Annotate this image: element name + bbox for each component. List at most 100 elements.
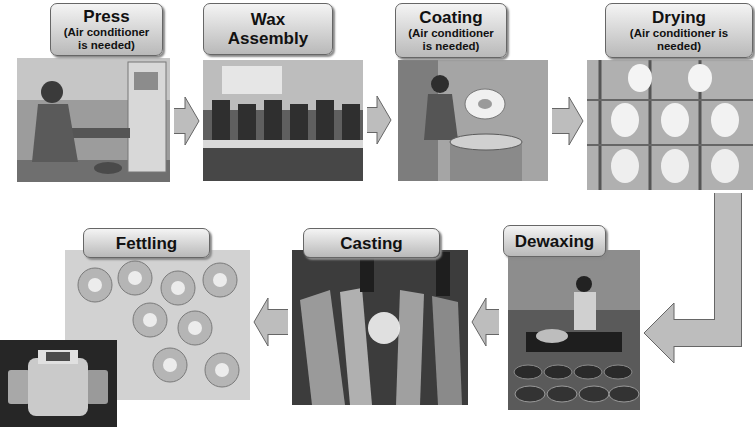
shell xyxy=(544,365,572,379)
valve-port xyxy=(8,370,30,404)
cast-part-bore xyxy=(88,278,102,292)
press-machine xyxy=(128,62,166,172)
process-step: Casting xyxy=(292,228,468,405)
step-title: Dewaxing xyxy=(515,232,594,251)
shell xyxy=(711,149,739,183)
arrow-head xyxy=(472,298,486,346)
step-header: Wax Assembly xyxy=(203,3,333,55)
cast-part-bore xyxy=(215,363,229,377)
wax-part xyxy=(94,162,122,174)
process-step: Press(Air conditioner is needed) xyxy=(17,3,170,182)
arrow-head xyxy=(185,97,199,145)
worker-head xyxy=(431,75,449,93)
process-arrow xyxy=(174,97,199,145)
step-header: Press(Air conditioner is needed) xyxy=(50,3,163,56)
cast-part xyxy=(205,353,239,387)
step-note: (Air conditioner is needed) xyxy=(404,27,498,53)
valve-body xyxy=(28,358,88,416)
worker-body xyxy=(424,94,458,140)
arrow-shaft xyxy=(267,310,289,334)
step-note: (Air conditioner is needed) xyxy=(614,27,744,53)
step-title: Wax Assembly xyxy=(212,10,324,48)
process-step: Dewaxing xyxy=(503,225,640,410)
step-header: Fettling xyxy=(83,228,210,258)
cast-part-bore xyxy=(163,358,177,372)
step-header: Drying(Air conditioner is needed) xyxy=(605,3,753,58)
step-header: Dewaxing xyxy=(503,225,606,257)
cast-part xyxy=(153,348,187,382)
hot-shell xyxy=(300,290,345,405)
process-arrow xyxy=(254,298,288,346)
shell xyxy=(547,386,577,402)
process-step: Drying(Air conditioner is needed) xyxy=(587,3,753,190)
wax-cluster-hole xyxy=(478,99,492,109)
product-photo xyxy=(0,340,117,427)
arrow-head xyxy=(644,303,674,363)
step-title: Coating xyxy=(419,8,482,27)
arrow-shaft xyxy=(174,109,187,133)
step-title: Fettling xyxy=(116,234,177,253)
arrow-shaft xyxy=(485,310,500,334)
shelf xyxy=(203,140,363,148)
shell xyxy=(611,149,639,183)
wax-tree xyxy=(290,104,308,140)
cast-part xyxy=(178,311,212,345)
worker-body xyxy=(32,104,78,162)
wax-tree xyxy=(342,104,360,140)
worker-head xyxy=(41,81,63,103)
step-photo xyxy=(398,60,548,181)
cast-part-bore xyxy=(171,281,185,295)
cast-part-bore xyxy=(143,313,157,327)
worker-body xyxy=(574,292,596,330)
wax-cluster xyxy=(465,89,505,119)
rack-bar xyxy=(587,99,753,101)
shell xyxy=(514,365,542,379)
valve-flange xyxy=(38,350,78,364)
process-step: Wax Assembly xyxy=(203,3,363,181)
process-arrow xyxy=(552,97,583,145)
step-photo xyxy=(203,60,363,181)
worker-leg xyxy=(360,252,374,292)
wax-tree xyxy=(316,100,334,140)
arrow-shaft xyxy=(367,108,379,132)
wax-tree xyxy=(212,100,230,140)
cast-part xyxy=(118,261,152,295)
cast-part-bore xyxy=(188,321,202,335)
step-title: Press xyxy=(83,7,129,26)
molten-glow xyxy=(368,312,400,344)
shell xyxy=(711,103,739,137)
shell xyxy=(609,386,639,402)
step-note: (Air conditioner is needed) xyxy=(59,26,154,52)
step-photo xyxy=(587,60,753,190)
cast-part xyxy=(78,268,112,302)
arrow-head xyxy=(254,298,268,346)
worker-head xyxy=(576,276,592,292)
shell xyxy=(515,386,545,402)
cast-part-bore xyxy=(128,271,142,285)
wax-tree xyxy=(238,104,256,140)
photo-window xyxy=(222,66,282,94)
shell xyxy=(661,103,689,137)
arrow-head xyxy=(377,96,391,144)
cast-part-bore xyxy=(213,273,227,287)
shell xyxy=(574,365,602,379)
step-photo xyxy=(292,250,468,405)
process-arrow xyxy=(367,96,391,144)
valve-opening xyxy=(46,352,70,361)
shell xyxy=(688,64,712,92)
table xyxy=(203,148,363,181)
cast-part xyxy=(161,271,195,305)
arrow-shaft xyxy=(552,109,571,133)
hot-shell xyxy=(340,288,372,405)
process-arrow xyxy=(644,193,728,363)
step-title: Drying xyxy=(652,8,706,27)
step-header: Coating(Air conditioner is needed) xyxy=(395,3,507,58)
process-step: Fettling xyxy=(65,228,250,400)
rack-post xyxy=(599,60,602,190)
worker-leg xyxy=(436,252,450,296)
valve-port xyxy=(86,370,108,404)
shell xyxy=(611,103,639,137)
shell xyxy=(604,365,632,379)
